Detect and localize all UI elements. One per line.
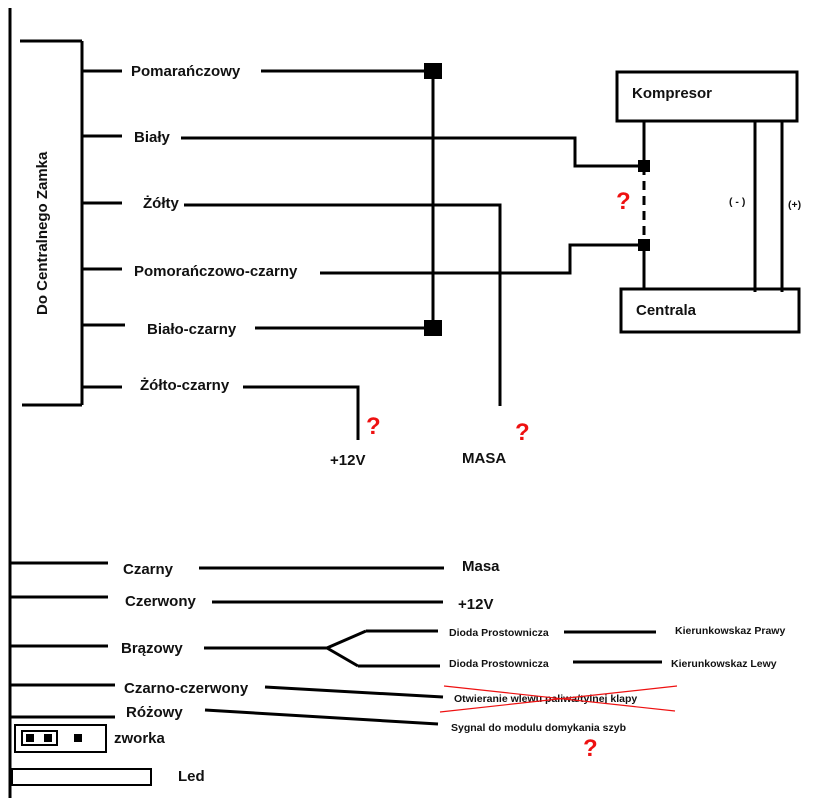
terminal-plus12: +12V bbox=[330, 452, 365, 469]
led-label: Led bbox=[178, 768, 205, 785]
strike-line-1 bbox=[439, 685, 678, 713]
wire-label-orange-black: Pomorańczowo-czarny bbox=[134, 263, 298, 280]
connector-bracket: Do Centralnego Zamka bbox=[20, 39, 84, 407]
wire-label-black-red: Czarno-czerwony bbox=[124, 680, 249, 697]
jumper-pin-1 bbox=[26, 734, 34, 742]
central-label: Centrala bbox=[636, 302, 697, 319]
question-mark-dashed: ? bbox=[616, 188, 631, 215]
wire-label-black: Czarny bbox=[123, 561, 174, 578]
wire-label-white: Biały bbox=[134, 129, 171, 146]
dest-masa: Masa bbox=[462, 558, 500, 575]
upper-wires bbox=[181, 63, 644, 440]
node-upper bbox=[638, 160, 650, 172]
wire-label-yellow: Żółty bbox=[143, 195, 179, 212]
led: Led bbox=[11, 768, 205, 786]
compressor-box bbox=[615, 70, 799, 123]
compressor-central-block: Kompresor Centrala ( - ) (+) bbox=[615, 70, 801, 334]
lower-wires: Czarny Masa Czerwony +12V Brązowy Dioda … bbox=[10, 558, 785, 734]
central-box bbox=[619, 287, 801, 334]
wire-pink bbox=[204, 708, 439, 726]
compressor-label: Kompresor bbox=[632, 85, 712, 102]
wire-label-red: Czerwony bbox=[125, 593, 197, 610]
question-mark-ground: ? bbox=[515, 419, 530, 446]
dest-fuel-flap: Otwieranie wlewu paliwa/tylnej klapy bbox=[454, 693, 637, 705]
dest-diode-bottom: Dioda Prostownicza bbox=[449, 658, 549, 670]
wire-white bbox=[181, 136, 644, 168]
plus-label: (+) bbox=[788, 199, 801, 211]
wire-yellow bbox=[184, 203, 502, 406]
wire-label-orange: Pomarańczowy bbox=[131, 63, 241, 80]
strike-line-2 bbox=[443, 685, 676, 712]
wire-orange-black bbox=[320, 243, 644, 275]
led-box bbox=[11, 768, 152, 786]
wire-brown-split bbox=[323, 629, 367, 668]
jumper-label: zworka bbox=[114, 730, 166, 747]
wire-label-yellow-black: Żółto-czarny bbox=[140, 377, 230, 394]
wire-label-brown: Brązowy bbox=[121, 640, 183, 657]
wire-yellow-black bbox=[243, 385, 360, 440]
node-lower bbox=[638, 239, 650, 251]
dest-diode-top: Dioda Prostownicza bbox=[449, 627, 549, 639]
connector-wire-labels: Pomarańczowy Biały Żółty Pomorańczowo-cz… bbox=[131, 63, 298, 394]
connector-stubs bbox=[82, 69, 125, 389]
dest-plus12: +12V bbox=[458, 596, 493, 613]
wire-black-red bbox=[264, 685, 444, 699]
terminal-ground: MASA bbox=[462, 450, 506, 467]
jumper-pin-2 bbox=[44, 734, 52, 742]
wire-label-white-black: Biało-czarny bbox=[147, 321, 237, 338]
dest-turn-right: Kierunkowskaz Prawy bbox=[675, 625, 785, 637]
minus-label: ( - ) bbox=[729, 196, 745, 208]
dest-turn-left: Kierunkowskaz Lewy bbox=[671, 658, 777, 670]
jumper: zworka bbox=[14, 724, 166, 753]
question-mark-plus12: ? bbox=[366, 413, 381, 440]
jumper-pin-3 bbox=[74, 734, 82, 742]
connector-title: Do Centralnego Zamka bbox=[34, 151, 51, 315]
question-mark-window: ? bbox=[583, 735, 598, 762]
dest-window-signal: Sygnal do modulu domykania szyb bbox=[451, 722, 626, 734]
junction-bottom bbox=[424, 320, 442, 336]
wire-label-pink: Różowy bbox=[126, 704, 183, 721]
